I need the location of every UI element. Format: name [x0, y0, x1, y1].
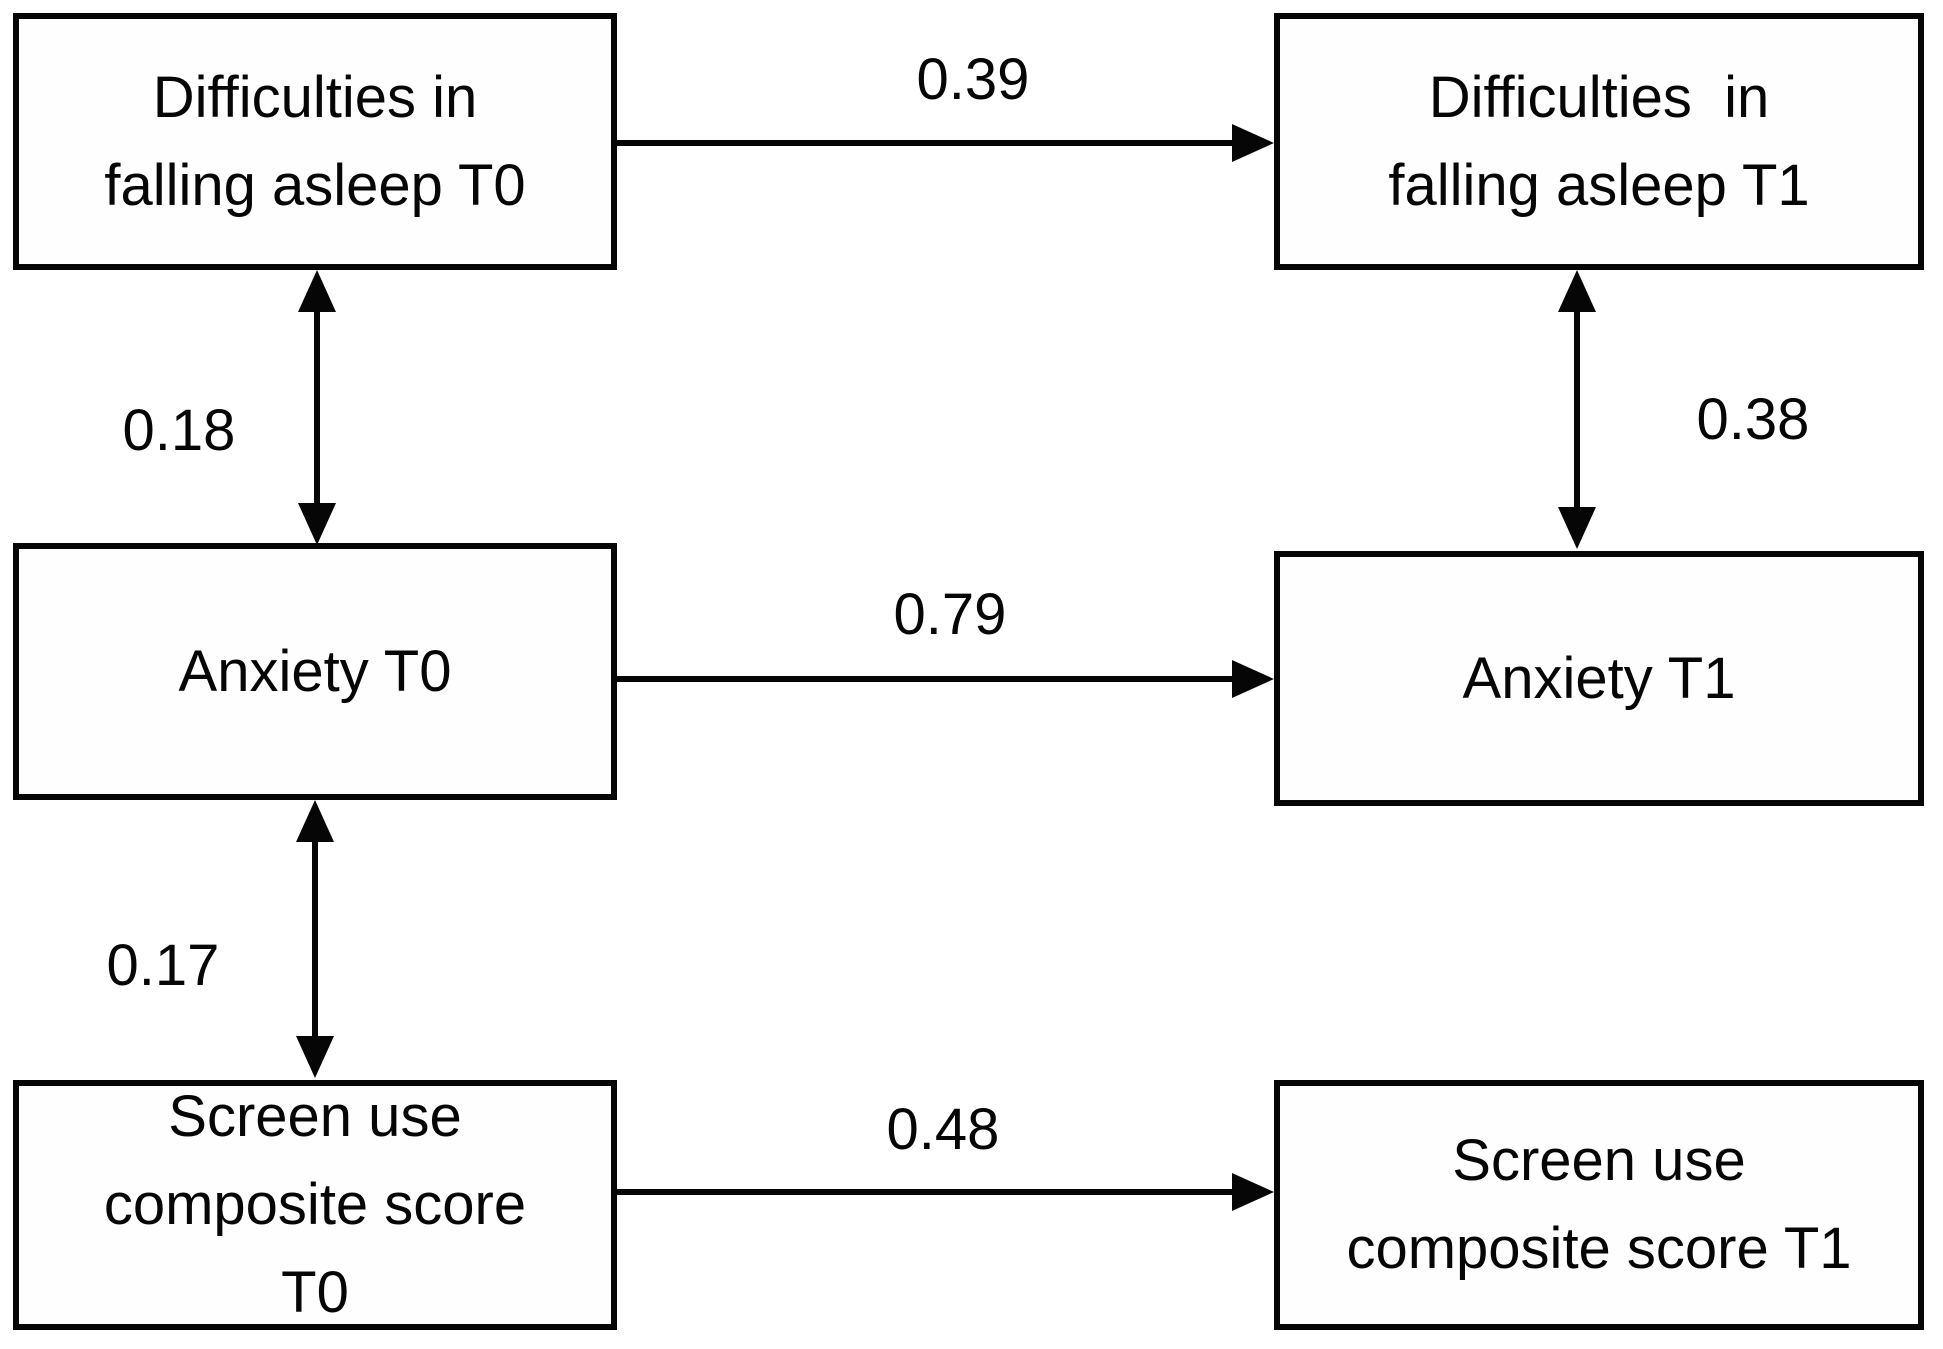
edge-label-anxiety-screen-t0: 0.17 [106, 933, 220, 998]
edge-label-screen-t0-t1: 0.48 [886, 1097, 1000, 1162]
box-difficulties-falling-asleep-t0: Difficulties in falling asleep T0 [13, 13, 617, 270]
arrow-anxiety-t0-to-t1 [617, 660, 1274, 698]
edge-label-difficulties-t0-t1: 0.39 [916, 47, 1030, 112]
arrow-difficulties-t0-to-t1 [617, 124, 1274, 162]
box-label-line: composite score [103, 1172, 527, 1237]
edge-label-difficulties-anxiety-t1: 0.38 [1696, 387, 1810, 452]
box-difficulties-falling-asleep-t1: Difficulties in falling asleep T1 [1274, 13, 1924, 270]
covariance-arrow-difficulties-anxiety-t1 [1558, 270, 1596, 549]
arrow-screen-t0-to-t1 [617, 1173, 1274, 1211]
box-label-line: Anxiety T0 [178, 638, 452, 704]
box-label-line: Anxiety T1 [1462, 645, 1736, 711]
box-label-line: Difficulties in [1428, 64, 1770, 130]
covariance-arrow-difficulties-anxiety-t0 [298, 270, 336, 545]
box-label-line: falling asleep T0 [104, 152, 526, 218]
box-label-line: falling asleep T1 [1388, 152, 1810, 218]
box-anxiety-t1: Anxiety T1 [1274, 551, 1924, 806]
box-label-line: T0 [281, 1260, 349, 1325]
edge-label-anxiety-t0-t1: 0.79 [893, 582, 1007, 647]
box-label-line: Screen use [168, 1084, 462, 1149]
box-label-line: Difficulties in [152, 64, 478, 130]
box-label-line: composite score T1 [1346, 1216, 1852, 1281]
box-anxiety-t0: Anxiety T0 [13, 543, 617, 800]
box-label-line: Screen use [1452, 1128, 1746, 1193]
edge-label-difficulties-anxiety-t0: 0.18 [122, 398, 236, 463]
box-screen-use-composite-score-t1: Screen use composite score T1 [1274, 1080, 1924, 1330]
box-screen-use-composite-score-t0: Screen use composite score T0 [13, 1080, 617, 1330]
covariance-arrow-anxiety-screen-t0 [296, 800, 334, 1078]
